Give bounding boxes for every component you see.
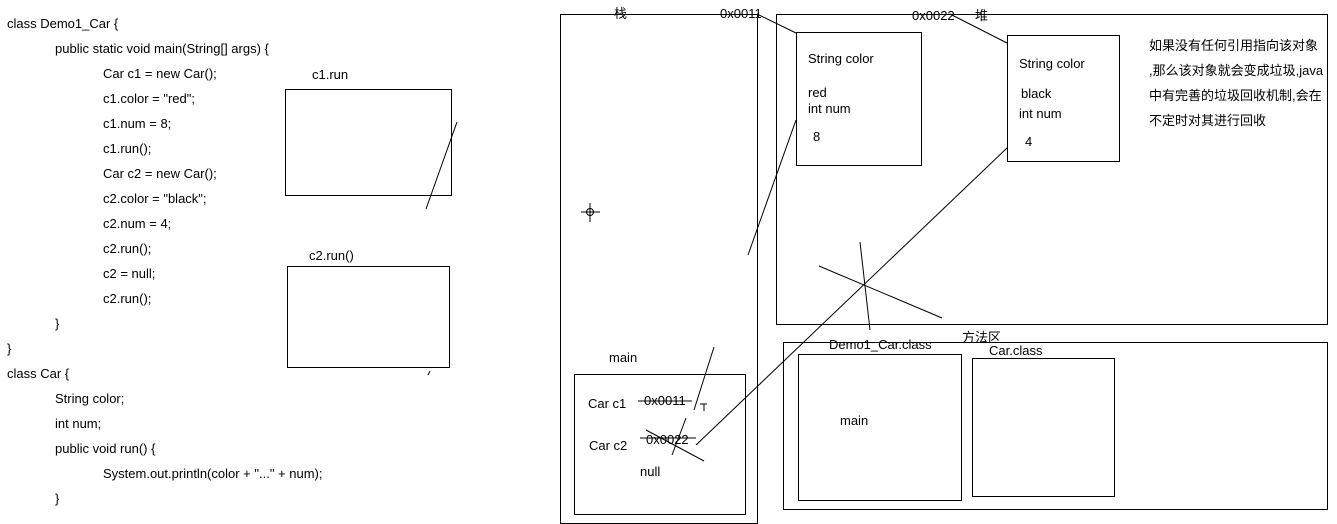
heap-obj1-address: 0x0011 [720, 6, 762, 21]
heap-obj2-address: 0x0022 [912, 8, 955, 23]
obj2-field-color: String color [1019, 56, 1085, 71]
garbage-note-line: 如果没有任何引用指向该对象 [1149, 38, 1319, 53]
heap-object-1 [796, 32, 922, 166]
obj1-field-num: int num [808, 101, 851, 116]
code-line: class Car { [7, 366, 70, 381]
c1-reference-line [747, 119, 797, 256]
stray-mark [427, 370, 431, 376]
crosshair-cursor [586, 208, 594, 216]
demo-class-main: main [840, 413, 869, 428]
obj2-address-pointer [949, 13, 1008, 44]
code-line: c2.run(); [103, 291, 152, 306]
c2-reference-line [695, 147, 1008, 446]
obj1-field-color: String color [808, 51, 874, 66]
garbage-note-line: 不定时对其进行回收 [1149, 113, 1267, 128]
code-line: c2 = null; [103, 266, 156, 281]
code-line: c2.num = 4; [103, 216, 172, 231]
heap-object-2 [1007, 35, 1120, 162]
code-line: c1.color = "red"; [103, 91, 195, 106]
code-line: } [55, 491, 60, 506]
method-area-label: 方法区 [962, 330, 1002, 345]
obj1-value-num: 8 [813, 129, 821, 144]
code-line: c1.num = 8; [103, 116, 172, 131]
heap-label: 堆 [975, 8, 989, 23]
code-line: class Demo1_Car { [7, 16, 119, 31]
frame-strike-line [425, 121, 458, 210]
code-line: Car c1 = new Car(); [103, 66, 217, 81]
garbage-note-line: 中有完善的垃圾回收机制,会在 [1149, 88, 1322, 103]
garbage-note-line: ,那么该对象就会变成垃圾,java [1149, 63, 1324, 78]
code-line: c2.run(); [103, 241, 152, 256]
code-line: } [7, 341, 12, 356]
c2-null-value: null [640, 464, 661, 479]
obj1-value-color: red [808, 85, 827, 100]
code-line: c1.run(); [103, 141, 152, 156]
c1-run-frame-label: c1.run [312, 67, 349, 82]
heap-cross-line [859, 241, 871, 331]
c1-reference-line [693, 346, 715, 411]
obj2-field-num: int num [1019, 106, 1062, 121]
main-frame [574, 374, 746, 515]
method-area [783, 342, 1328, 510]
code-line: String color; [55, 391, 125, 406]
code-line: int num; [55, 416, 102, 431]
car-class-box [972, 358, 1115, 497]
c2-variable: Car c2 [589, 438, 628, 453]
c2-cross-line [645, 429, 705, 462]
code-line: public void run() { [55, 441, 156, 456]
obj2-value-color: black [1021, 86, 1052, 101]
c1-run-frame [285, 89, 452, 196]
code-line: System.out.println(color + "..." + num); [103, 466, 323, 481]
c2-run-frame-label: c2.run() [309, 248, 354, 263]
demo-class-box [798, 354, 962, 501]
stack-main-label: main [609, 350, 638, 365]
stack-label: 栈 [614, 6, 628, 21]
c1-tick-mark [700, 403, 707, 411]
code-line: Car c2 = new Car(); [103, 166, 217, 181]
code-line: } [55, 316, 60, 331]
heap-cross-line [818, 265, 943, 319]
c2-run-frame [287, 266, 450, 368]
car-class-label: Car.class [989, 343, 1043, 358]
c1-variable: Car c1 [588, 396, 627, 411]
demo-class-label: Demo1_Car.class [829, 337, 932, 352]
c2-cross-line [671, 417, 687, 456]
obj1-address-pointer [756, 13, 797, 34]
code-line: c2.color = "black"; [103, 191, 207, 206]
code-line: public static void main(String[] args) { [55, 41, 269, 56]
heap-area [776, 14, 1328, 325]
obj2-value-num: 4 [1025, 134, 1033, 149]
